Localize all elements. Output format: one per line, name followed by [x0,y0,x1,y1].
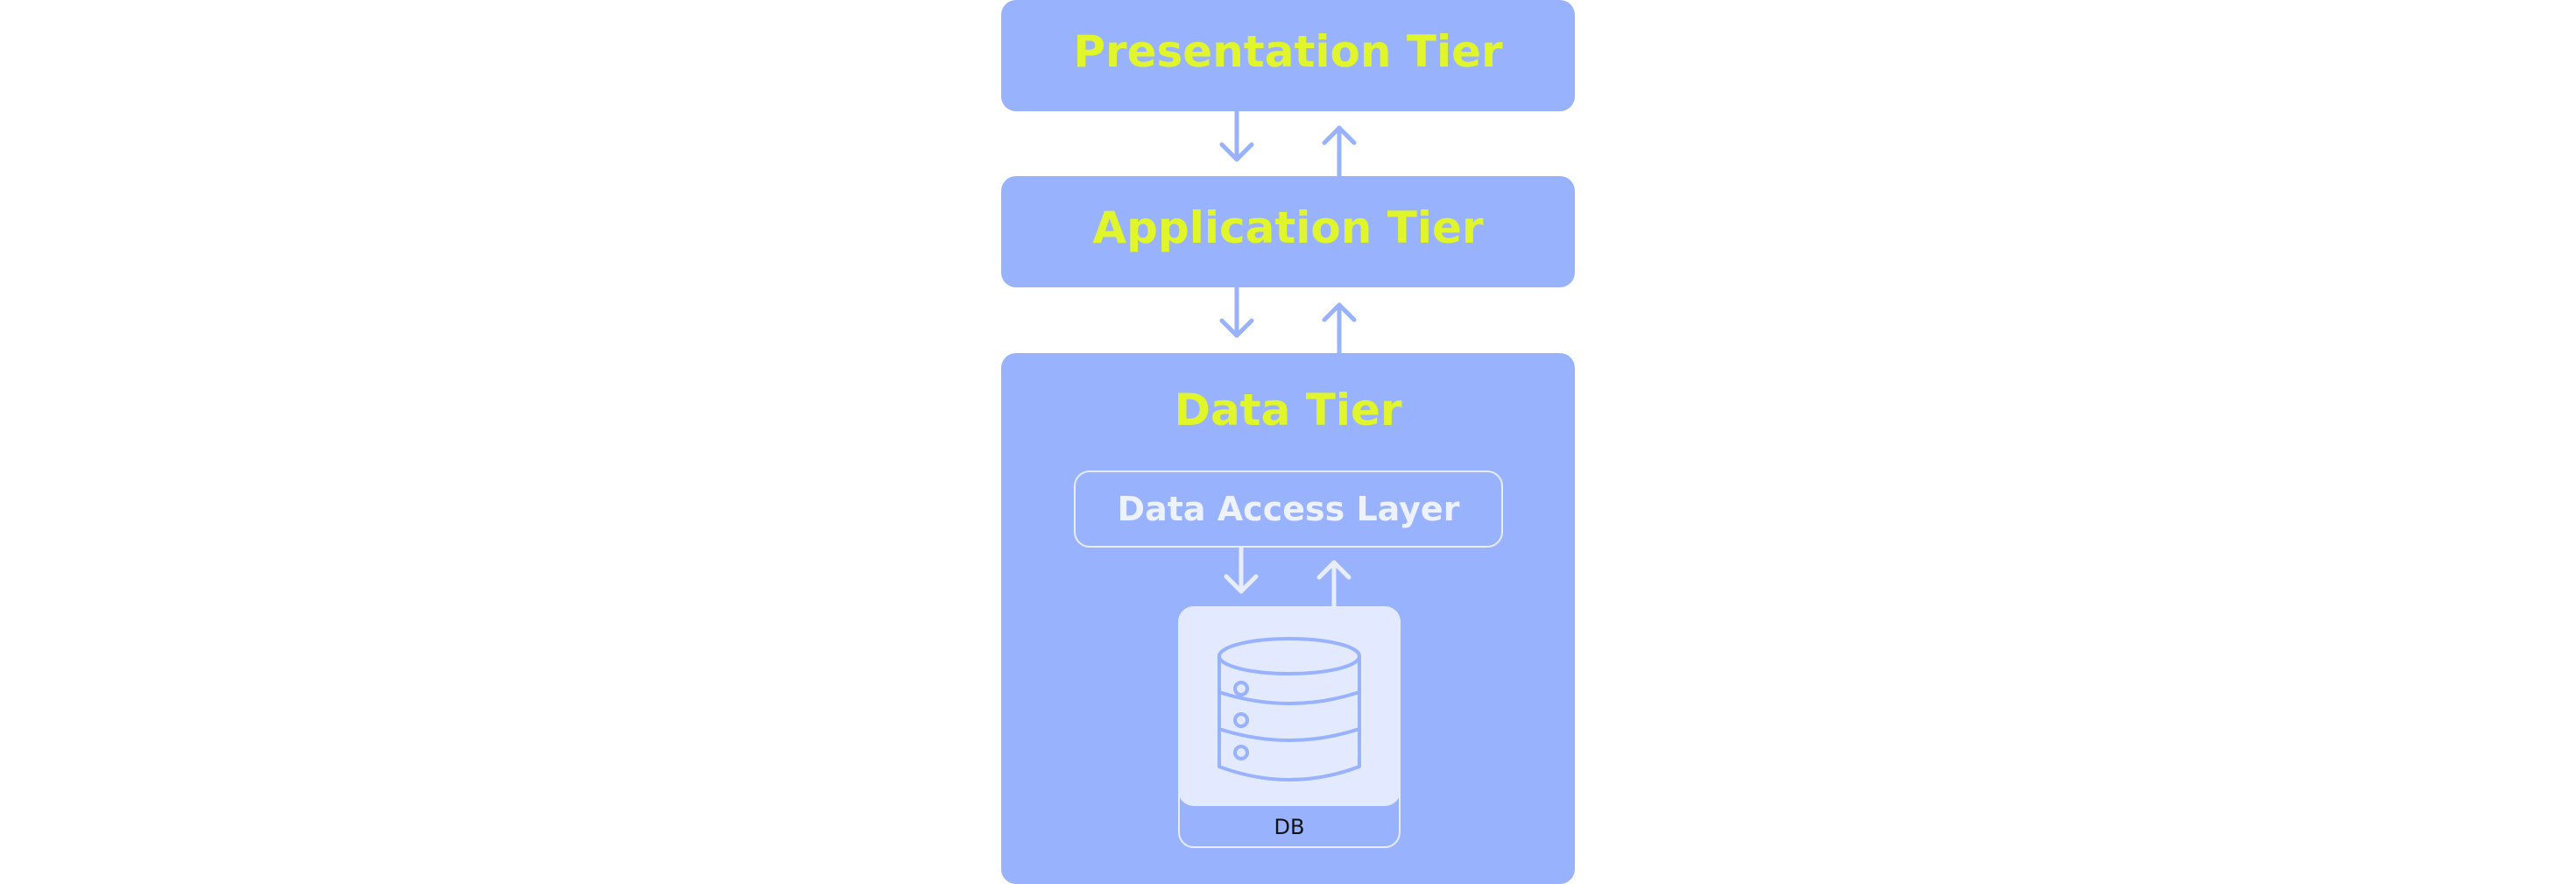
presentation-tier-box: Presentation Tier [1001,0,1575,111]
data-access-layer-box: Data Access Layer [1074,470,1503,548]
application-tier-title: Application Tier [1092,202,1484,253]
data-tier-title: Data Tier [1174,385,1402,435]
arrow-down-icon [1219,285,1254,338]
arrow-up-icon [1322,302,1357,356]
database-container: DB [1178,606,1401,848]
database-label: DB [1274,815,1305,839]
presentation-tier-title: Presentation Tier [1073,26,1503,77]
database-card [1178,606,1401,806]
application-tier-box: Application Tier [1001,176,1575,287]
data-tier-box: Data Tier Data Access Layer DB [1001,353,1575,884]
database-icon [1217,637,1361,781]
arrow-up-icon [1322,125,1357,179]
arrow-down-icon [1219,109,1254,162]
